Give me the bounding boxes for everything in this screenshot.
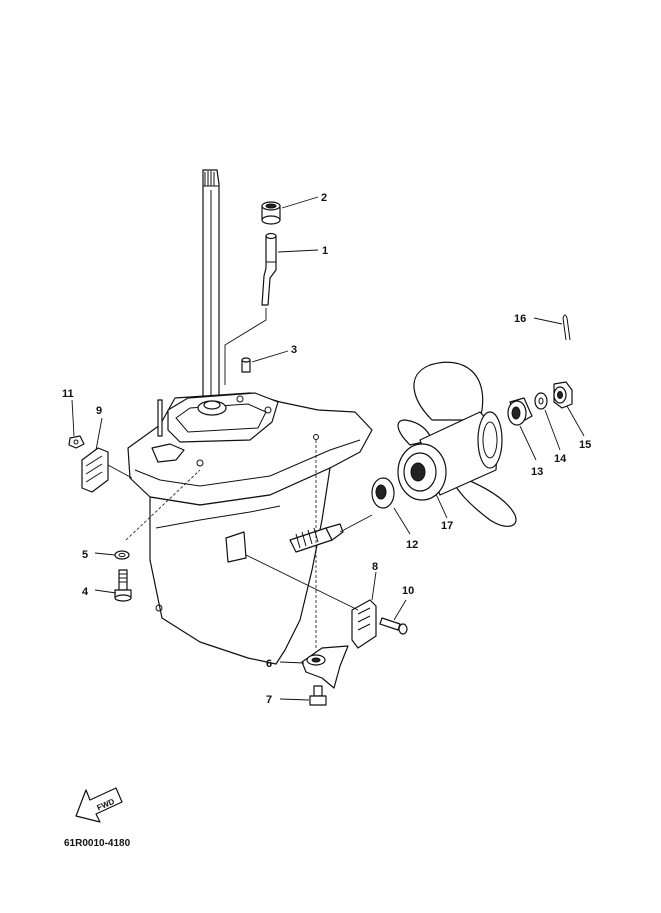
- callout-11: 11: [62, 388, 74, 400]
- callout-labels: 1 2 3 4 5 6 7 8 9 10 11 12 13 14 15 16 1…: [62, 192, 591, 706]
- lower-unit-housing: [127, 392, 373, 665]
- callout-14: 14: [554, 453, 567, 465]
- part-5-washer: [114, 550, 130, 560]
- part-2-grommet: [261, 201, 281, 225]
- part-8-anode: [351, 599, 377, 649]
- callout-1: 1: [322, 245, 328, 257]
- callout-8: 8: [372, 561, 378, 573]
- part-17-propeller: [397, 361, 517, 527]
- fwd-arrow-icon: FWD: [75, 787, 123, 823]
- assembly-lines: [107, 308, 373, 650]
- drive-shaft: [202, 169, 220, 406]
- callout-16: 16: [514, 313, 526, 325]
- callout-6: 6: [266, 658, 272, 670]
- part-13-spacer: [507, 397, 533, 426]
- callout-5: 5: [82, 549, 88, 561]
- part-11-nut: [68, 435, 85, 449]
- part-15-castle-nut: [553, 381, 573, 409]
- part-4-bolt: [114, 569, 132, 602]
- part-1-water-tube: [261, 232, 277, 306]
- part-9-cover: [81, 447, 109, 493]
- part-6-trim-tab-anode: [301, 645, 349, 689]
- part-12-thrust-washer: [371, 477, 395, 509]
- drawing-code: 61R0010-4180: [64, 838, 131, 849]
- callout-15: 15: [579, 439, 591, 451]
- part-16-cotter-pin: [562, 314, 571, 341]
- callout-12: 12: [406, 539, 418, 551]
- callout-9: 9: [96, 405, 102, 417]
- callout-17: 17: [441, 520, 453, 532]
- callout-3: 3: [291, 344, 297, 356]
- callout-2: 2: [321, 192, 327, 204]
- part-7-bolt: [309, 685, 327, 706]
- part-10-screw: [379, 617, 408, 635]
- callout-leaders: [71, 196, 585, 701]
- callout-10: 10: [402, 585, 414, 597]
- part-3-dowel-pin: [241, 357, 251, 373]
- callout-7: 7: [266, 694, 272, 706]
- part-14-washer: [534, 392, 548, 410]
- callout-4: 4: [82, 586, 89, 598]
- callout-13: 13: [531, 466, 543, 478]
